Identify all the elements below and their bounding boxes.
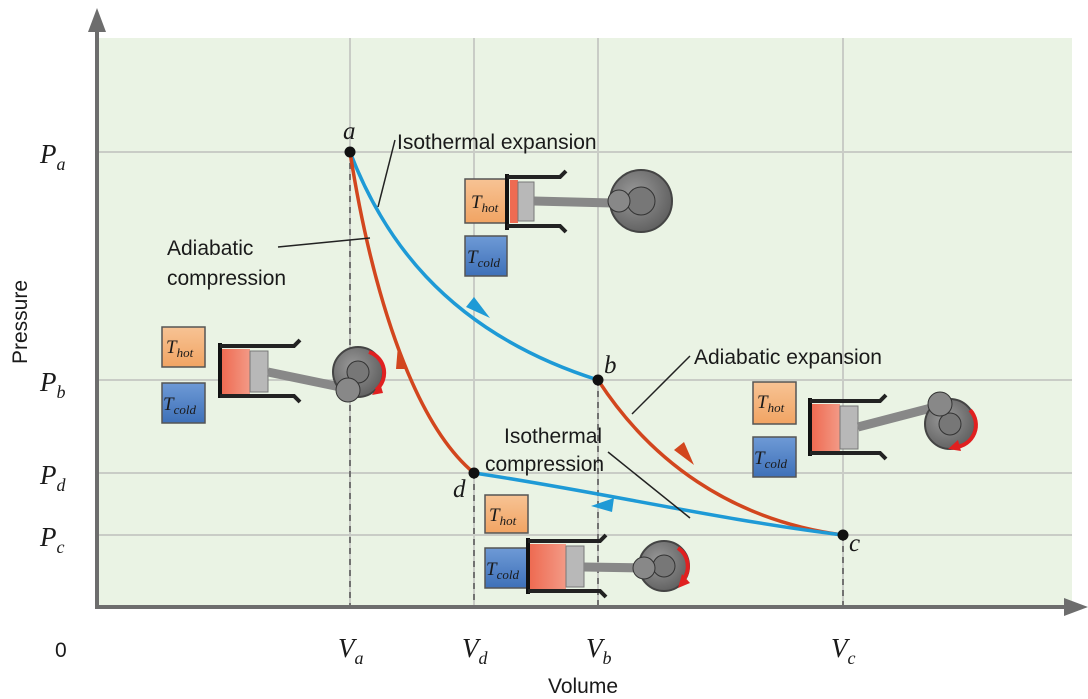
- point-b-label: b: [604, 352, 617, 379]
- engine-adiabatic-compression: Thot Tcold: [161, 326, 387, 424]
- engine-adiabatic-expansion: Thot Tcold: [752, 381, 978, 478]
- t-cold-label: Tcold: [467, 247, 500, 270]
- point-a-label: a: [343, 118, 356, 145]
- leader-isothermal-compression: [607, 451, 691, 519]
- point-c-label: c: [849, 530, 860, 557]
- plot-area: [97, 38, 1072, 606]
- t-hot-label: Thot: [471, 192, 499, 215]
- y-tick-pd: Pd: [39, 460, 67, 495]
- isothermal-expansion-curve: [348, 151, 599, 382]
- adiabatic-compression-arrow: [396, 345, 408, 369]
- label-adiabatic-expansion: Adiabatic expansion: [694, 346, 882, 369]
- engine-isothermal-compression: Thot Tcold: [484, 494, 690, 599]
- point-d-label: d: [453, 476, 466, 503]
- leader-isothermal-expansion: [377, 139, 396, 208]
- x-tick-vc: Vc: [831, 633, 856, 668]
- y-axis-arrow: [88, 8, 106, 32]
- label-isothermal-compression-1: Isothermal: [504, 425, 602, 448]
- t-cold-label: Tcold: [486, 559, 519, 582]
- label-adiabatic-compression-1: Adiabatic: [167, 237, 253, 260]
- t-hot-label: Thot: [166, 337, 194, 360]
- t-hot-label: Thot: [757, 392, 785, 415]
- label-isothermal-expansion: Isothermal expansion: [397, 131, 597, 154]
- y-tick-pb: Pb: [39, 367, 66, 402]
- adiabatic-expansion-arrow: [674, 442, 694, 465]
- adiabatic-compression-curve: [348, 151, 476, 475]
- x-axis-arrow: [1064, 598, 1088, 616]
- t-cold-label: Tcold: [754, 448, 787, 471]
- t-cold-label: Tcold: [163, 394, 196, 417]
- leader-adiabatic-compression: [277, 237, 371, 248]
- x-axis-title: Volume: [548, 675, 618, 698]
- origin-label: 0: [55, 639, 67, 662]
- isothermal-compression-curve: [473, 471, 844, 537]
- label-adiabatic-compression-2: compression: [167, 267, 286, 290]
- y-tick-pa: Pa: [39, 139, 66, 174]
- state-points: [344, 146, 849, 541]
- t-hot-label: Thot: [489, 505, 517, 528]
- engine-isothermal-expansion: Thot Tcold: [464, 169, 673, 277]
- x-tick-vd: Vd: [462, 633, 489, 668]
- y-axis-title: Pressure: [9, 280, 32, 364]
- isothermal-compression-arrow: [591, 498, 614, 512]
- x-tick-va: Va: [338, 633, 364, 668]
- y-tick-pc: Pc: [39, 522, 65, 557]
- adiabatic-expansion-curve: [596, 379, 844, 537]
- x-tick-vb: Vb: [586, 633, 612, 668]
- axes: [95, 26, 1070, 609]
- isothermal-expansion-arrow: [466, 297, 490, 318]
- label-isothermal-compression-2: compression: [485, 453, 604, 476]
- leader-adiabatic-expansion: [631, 355, 691, 415]
